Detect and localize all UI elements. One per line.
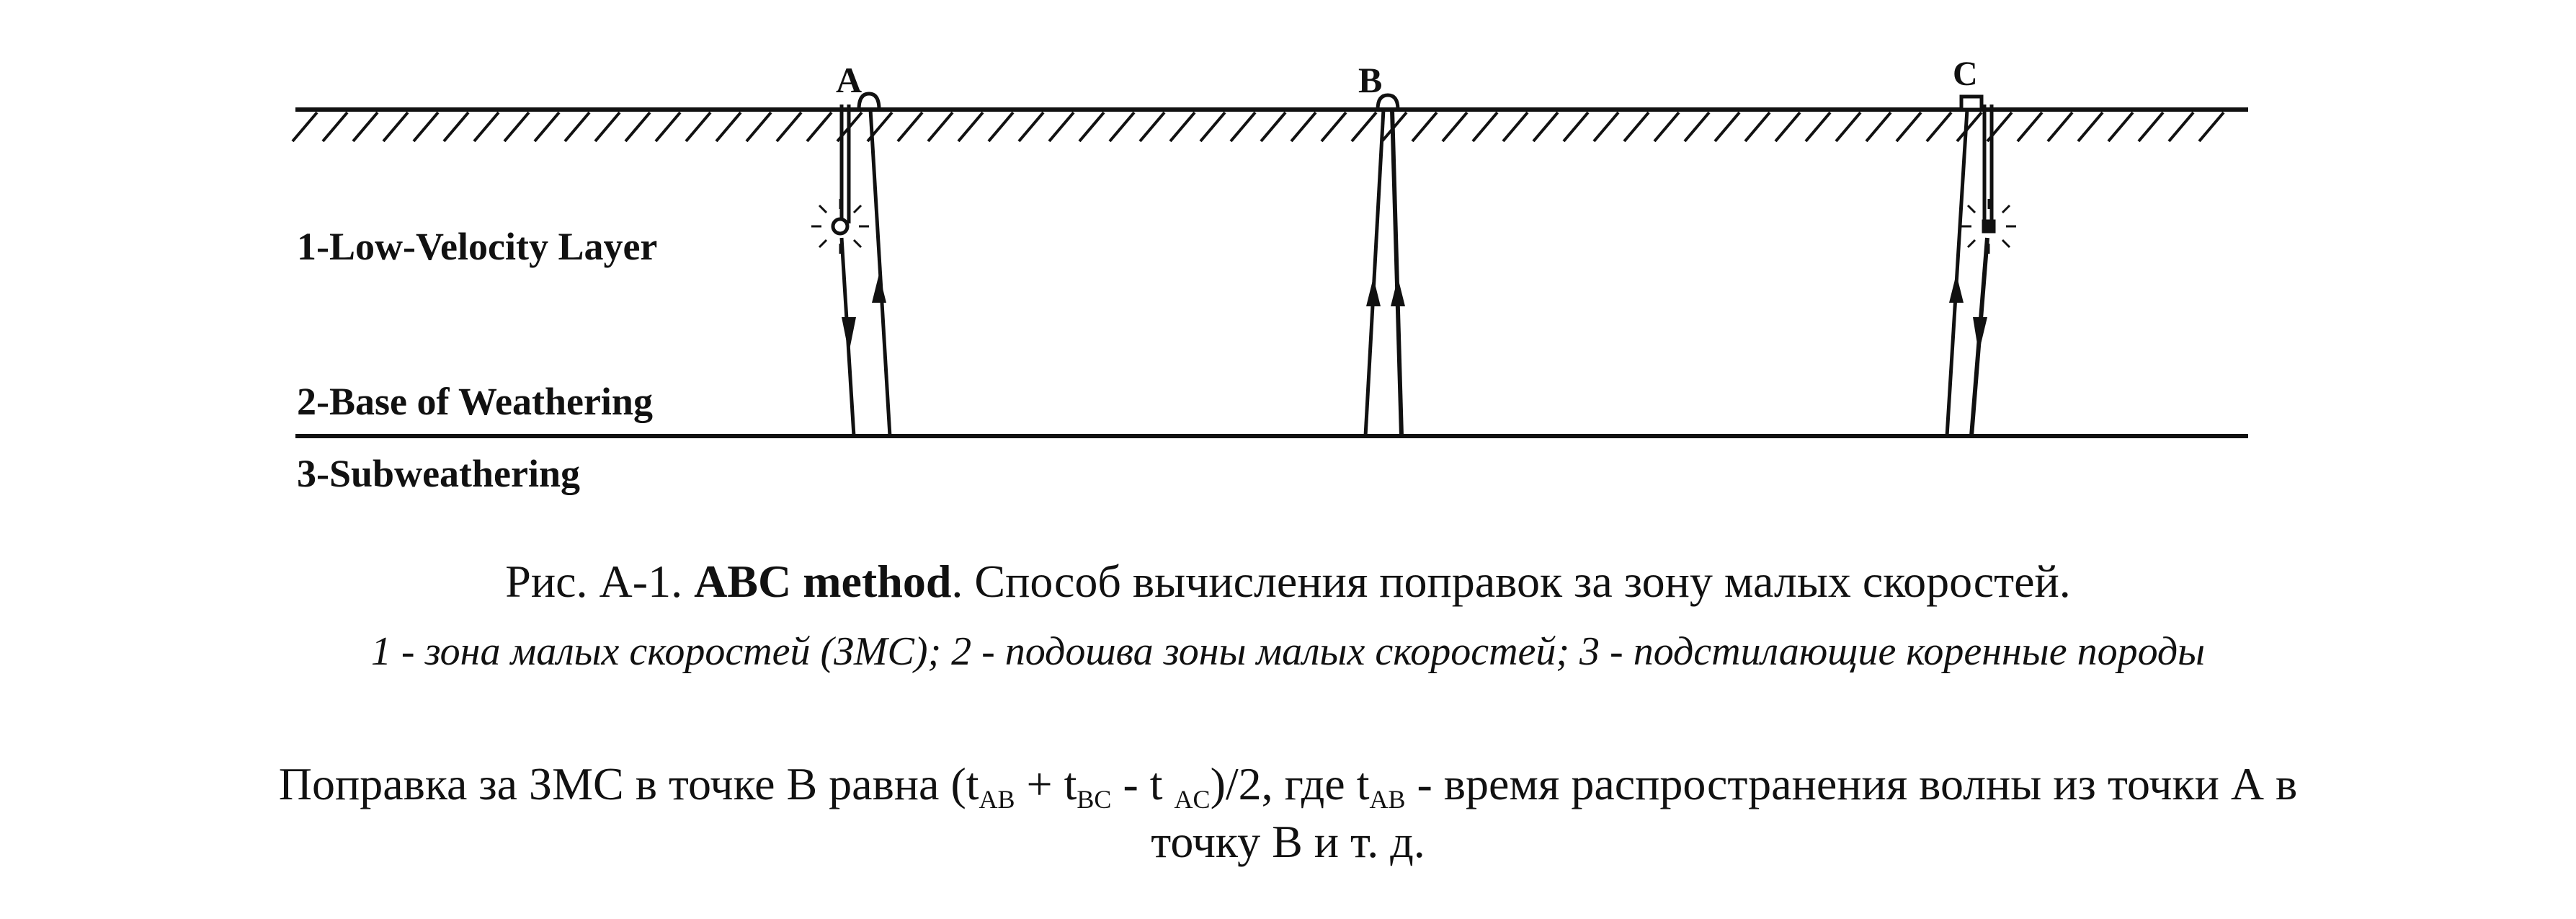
correction-formula: Поправка за ЗМС в точке В равна (tAB + t… [278, 758, 2298, 867]
hatch-mark [1502, 111, 1529, 143]
hatch-mark [1290, 111, 1317, 143]
hatch-mark [1835, 111, 1862, 143]
hatch-mark [382, 111, 409, 143]
hatch-mark [1350, 111, 1378, 143]
hatch-mark [745, 111, 772, 143]
hatch-mark [1108, 111, 1136, 143]
hatch-mark [987, 111, 1015, 143]
hatch-mark [1048, 111, 1075, 143]
hatch-mark [594, 111, 621, 143]
hatch-mark [503, 111, 530, 143]
hatch-mark [624, 111, 651, 143]
hatch-mark [1562, 111, 1590, 143]
layer-1-label: 1-Low-Velocity Layer [297, 225, 657, 268]
hatch-mark [1320, 111, 1347, 143]
hatch-mark [1804, 111, 1832, 143]
hatch-mark [1138, 111, 1166, 143]
hatch-mark [1683, 111, 1711, 143]
hatch-mark [1653, 111, 1680, 143]
hatch-mark [442, 111, 470, 143]
hatch-mark [2077, 111, 2104, 143]
method-name: ABC method [694, 556, 952, 607]
source-burst-c [1961, 199, 2016, 254]
hatch-mark [806, 111, 833, 143]
hatch-mark [1441, 111, 1469, 143]
hatch-mark [1532, 111, 1559, 143]
hatch-mark [1956, 111, 1983, 143]
hatch-mark [685, 111, 712, 143]
figure-description: . Способ вычисления поправок за зону мал… [951, 556, 2071, 607]
hatch-mark [1199, 111, 1226, 143]
hatch-mark [1925, 111, 1953, 143]
hatch-mark [1895, 111, 1922, 143]
hatch-mark [533, 111, 561, 143]
hatch-mark [2016, 111, 2044, 143]
hatch-mark [1017, 111, 1045, 143]
hatch-mark [1774, 111, 1801, 143]
ray-b-up-right [1390, 109, 1404, 437]
hatch-mark [896, 111, 924, 143]
hatch-mark [1713, 111, 1741, 143]
ground-hatching [291, 111, 2225, 143]
hatch-mark [1865, 111, 1892, 143]
figure-caption: Рис. А-1. ABC method. Способ вычисления … [0, 555, 2576, 608]
hatch-mark [2167, 111, 2195, 143]
hatch-mark [2137, 111, 2165, 143]
layer-3-label: 3-Subweathering [297, 452, 580, 495]
point-b-marker [1376, 93, 1400, 110]
hatch-mark [1592, 111, 1620, 143]
figure-legend: 1 - зона малых скоростей (ЗМС); 2 - подо… [370, 629, 2206, 674]
hatch-mark [957, 111, 984, 143]
hatch-mark [1229, 111, 1257, 143]
hatch-mark [291, 111, 318, 143]
ray-c-up [1945, 109, 1969, 437]
point-c-group: C [1945, 55, 2016, 437]
hatch-mark [1411, 111, 1438, 143]
hatch-mark [2046, 111, 2074, 143]
hatch-mark [2107, 111, 2134, 143]
hatch-mark [563, 111, 591, 143]
ray-a-up [868, 109, 892, 437]
hatch-mark [1169, 111, 1196, 143]
hatch-mark [927, 111, 954, 143]
hatch-mark [1744, 111, 1771, 143]
ray-b-up-left [1363, 109, 1386, 437]
hatch-mark [473, 111, 500, 143]
hatch-mark [1078, 111, 1105, 143]
point-b-group: B [1358, 60, 1405, 437]
hatch-mark [715, 111, 742, 143]
hatch-mark [352, 111, 379, 143]
point-a-group: A [811, 60, 892, 437]
hatch-mark [1260, 111, 1287, 143]
figure-prefix: Рис. А-1. [505, 556, 695, 607]
point-a-marker [857, 92, 881, 110]
hatch-mark [775, 111, 803, 143]
hatch-mark [2198, 111, 2225, 143]
source-burst-a [811, 199, 869, 254]
point-c-marker [1959, 94, 1984, 112]
layer-2-label: 2-Base of Weathering [297, 380, 653, 423]
hatch-mark [321, 111, 349, 143]
formula-line-2: точку В и т. д. [1151, 816, 1425, 867]
point-c-label: C [1953, 55, 1978, 93]
hatch-mark [654, 111, 682, 143]
hatch-mark [1623, 111, 1650, 143]
point-b-label: B [1358, 60, 1382, 100]
point-a-label: A [836, 60, 862, 100]
hatch-mark [412, 111, 440, 143]
hatch-mark [1471, 111, 1499, 143]
